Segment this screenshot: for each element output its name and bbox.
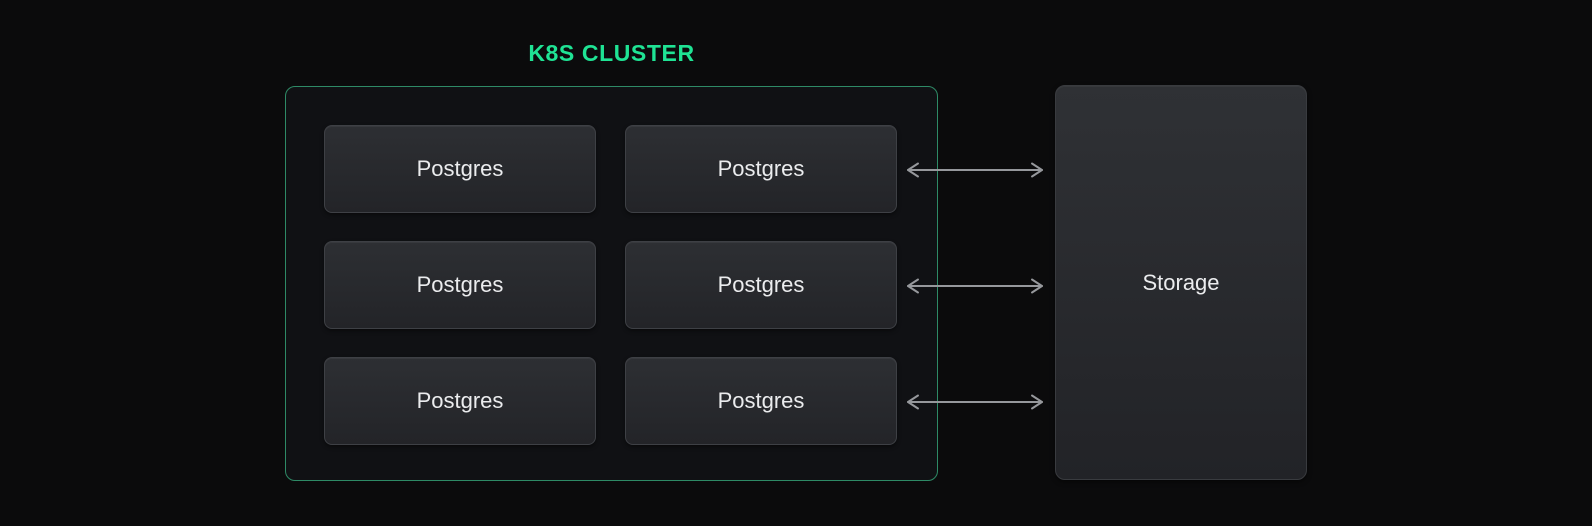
postgres-node-label: Postgres <box>717 388 805 413</box>
postgres-node: Postgres <box>625 125 897 213</box>
postgres-node: Postgres <box>324 357 596 445</box>
postgres-node: Postgres <box>324 241 596 329</box>
postgres-node: Postgres <box>625 241 897 329</box>
postgres-node-label: Postgres <box>717 156 805 181</box>
bidirectional-arrow-icon <box>907 394 1043 410</box>
postgres-node-label: Postgres <box>416 272 504 297</box>
postgres-node-label: Postgres <box>416 156 504 181</box>
postgres-node-label: Postgres <box>416 388 504 413</box>
postgres-node: Postgres <box>625 357 897 445</box>
bidirectional-arrow-icon <box>907 162 1043 178</box>
bidirectional-arrow-icon <box>907 278 1043 294</box>
k8s-cluster-box: Postgres Postgres Postgres Postgres Post… <box>285 86 938 481</box>
storage-box: Storage <box>1055 85 1307 480</box>
postgres-node-label: Postgres <box>717 272 805 297</box>
storage-label: Storage <box>1142 269 1220 295</box>
postgres-node: Postgres <box>324 125 596 213</box>
cluster-title: K8S CLUSTER <box>528 40 695 66</box>
